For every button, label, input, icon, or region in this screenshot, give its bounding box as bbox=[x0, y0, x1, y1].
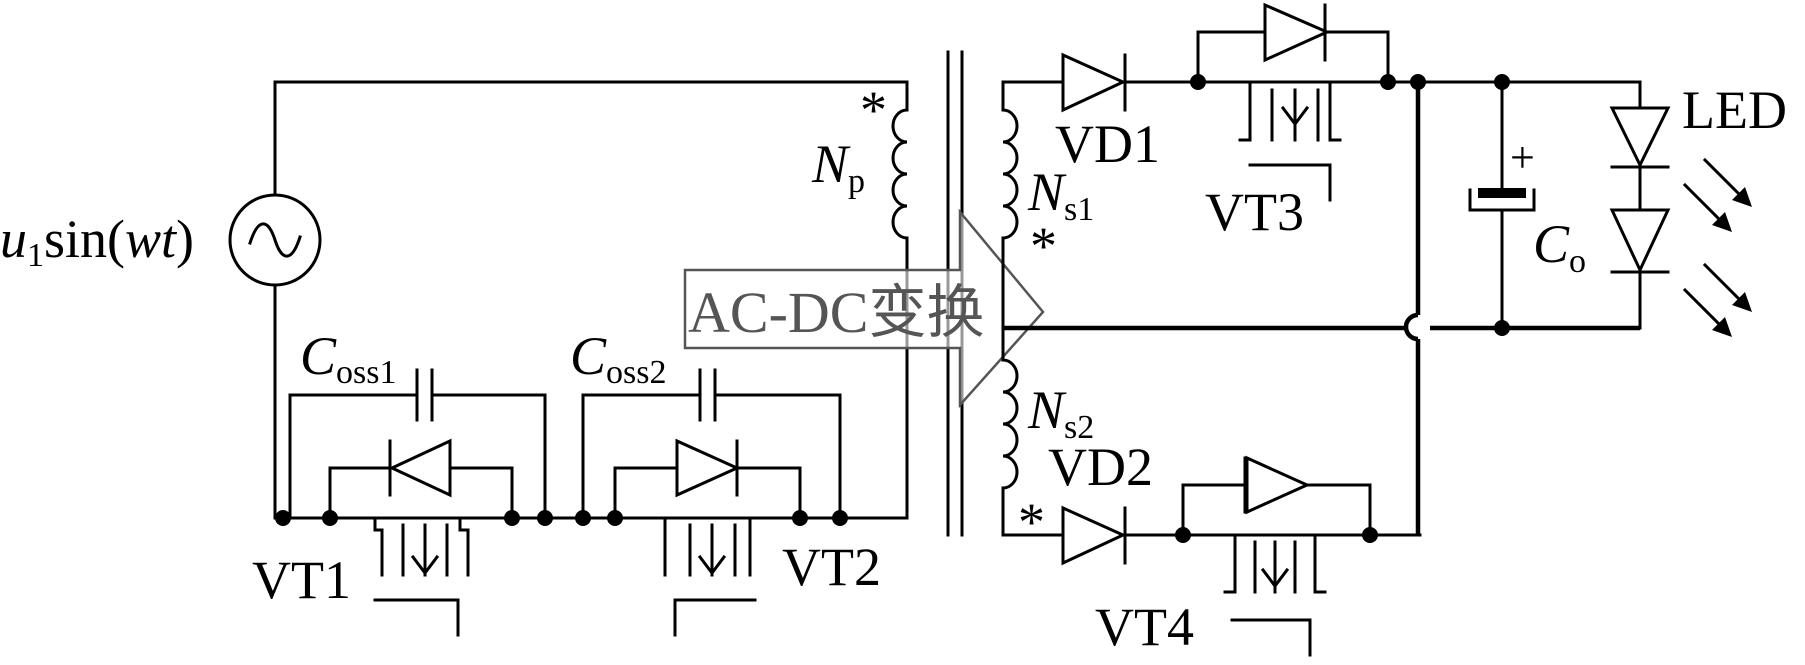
vt4-label: VT4 bbox=[1095, 597, 1194, 657]
co-label: Co bbox=[1533, 214, 1586, 280]
coss1-label: Coss1 bbox=[300, 326, 397, 391]
vd2-label: VD2 bbox=[1048, 437, 1153, 497]
ns1-label: Ns1 bbox=[1027, 162, 1094, 228]
led-label: LED bbox=[1682, 80, 1787, 140]
ns1-star: * bbox=[1030, 216, 1057, 276]
vt1-switch-cell bbox=[288, 368, 547, 637]
vt3-label: VT3 bbox=[1205, 182, 1304, 242]
ac-dc-arrow-label: AC-DC变换 bbox=[688, 280, 984, 345]
primary-junction-dots bbox=[275, 510, 848, 526]
ac-source-symbol bbox=[228, 193, 322, 287]
primary-winding-np bbox=[891, 98, 909, 264]
output-capacitor-co bbox=[1468, 80, 1536, 330]
coss2-label: Coss2 bbox=[570, 326, 667, 391]
secondary-winding-ns2 bbox=[1001, 328, 1019, 537]
ns2-label: Ns2 bbox=[1027, 380, 1094, 446]
secondary-winding-ns1 bbox=[1001, 80, 1019, 332]
source-label: u1sin(wt) bbox=[0, 209, 194, 274]
vd1-label: VD1 bbox=[1055, 114, 1160, 174]
np-label: Np bbox=[811, 134, 865, 200]
vt1-label: VT1 bbox=[252, 550, 351, 610]
secondary-junction-dots bbox=[1175, 74, 1510, 543]
vt2-switch-cell bbox=[581, 368, 842, 637]
vt2-label: VT2 bbox=[782, 537, 881, 597]
output-bus bbox=[1003, 82, 1640, 535]
co-plus: + bbox=[1510, 133, 1535, 182]
np-star: * bbox=[860, 80, 887, 140]
led-string bbox=[1609, 80, 1752, 337]
ns2-star: * bbox=[1018, 492, 1045, 552]
